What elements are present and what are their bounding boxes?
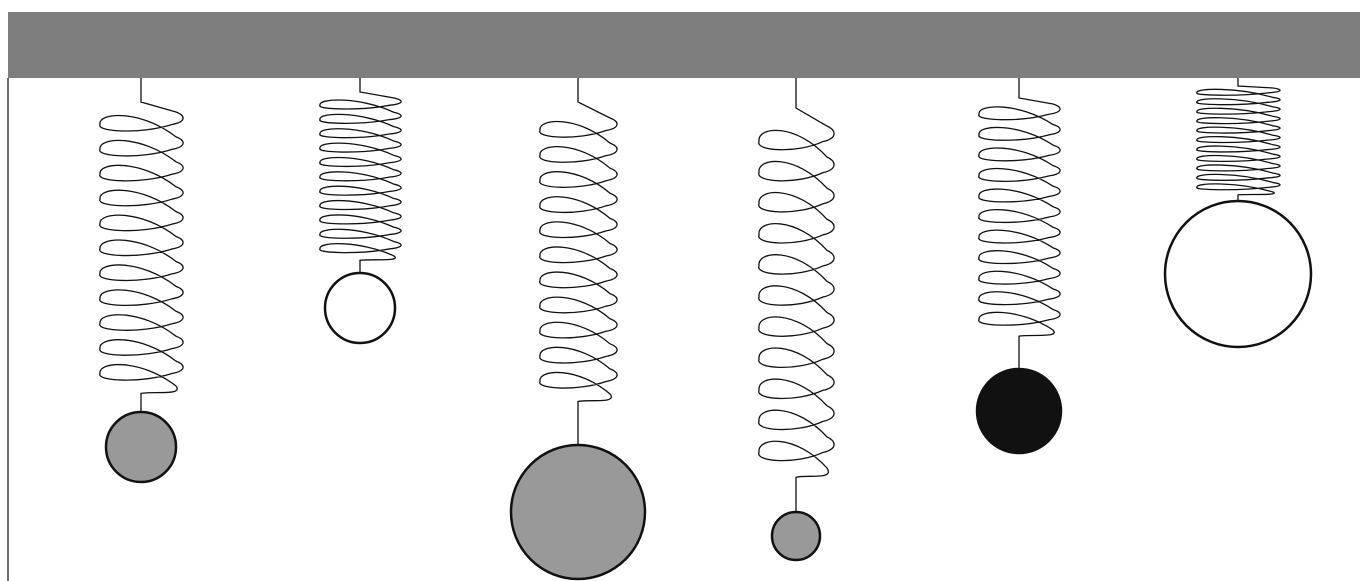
spring-coil (758, 78, 835, 512)
spring-1 (99, 78, 184, 484)
mass-ball (104, 410, 178, 484)
ceiling-bar (8, 12, 1360, 78)
mass-ball (323, 271, 397, 345)
spring-2 (319, 78, 402, 345)
spring-coil (99, 78, 184, 412)
mass-ball (1163, 199, 1313, 349)
spring-6 (1163, 78, 1313, 349)
mass-ball (975, 367, 1063, 455)
spring-4 (758, 78, 835, 562)
spring-coil (539, 78, 618, 445)
mass-ball (770, 510, 822, 562)
spring-coil (978, 78, 1061, 369)
spring-coil (319, 78, 402, 273)
springs-group (99, 78, 1313, 581)
mass-ball (509, 443, 647, 581)
spring-5 (975, 78, 1063, 455)
spring-coil (1196, 78, 1281, 201)
spring-3 (509, 78, 647, 581)
